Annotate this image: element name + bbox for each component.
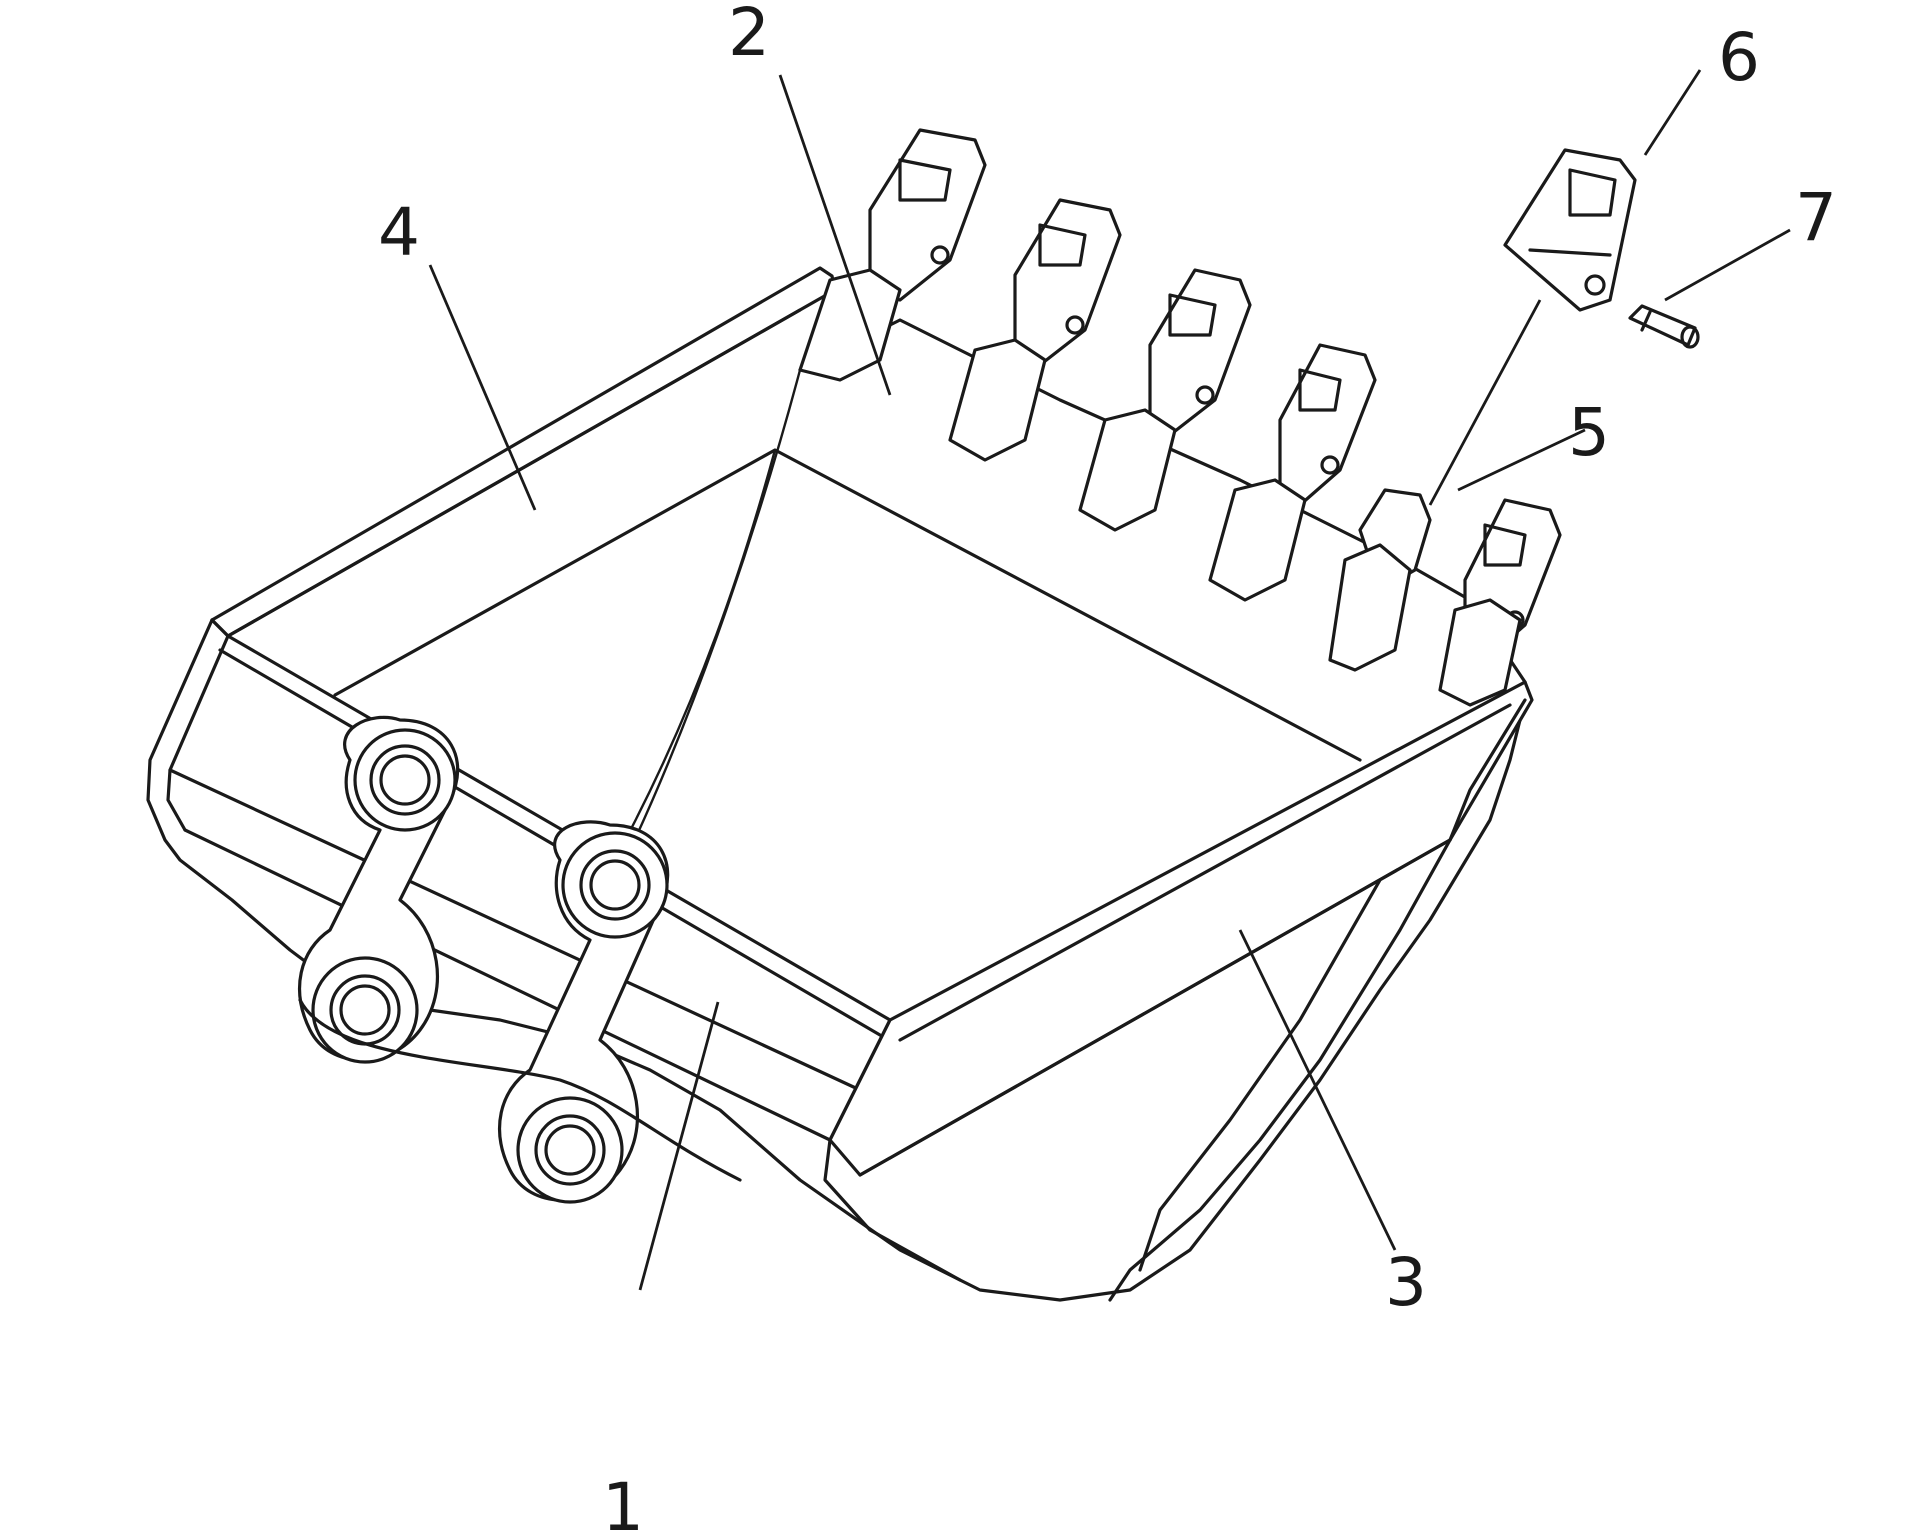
tooth-6 (1438, 498, 1562, 707)
tooth-4 (1208, 343, 1377, 602)
tooth-3 (1078, 268, 1252, 532)
hinge-bracket (298, 998, 742, 1182)
tooth-5-adapter (1328, 488, 1432, 672)
leader-5 (1457, 428, 1586, 492)
tooth-point-detached (1503, 148, 1637, 312)
callout-labels: 1 2 3 4 5 6 7 (378, 0, 1837, 1537)
callout-1: 1 (602, 1469, 644, 1537)
bucket-floor-edge (333, 448, 1362, 762)
tooth-2 (948, 198, 1122, 462)
leader-6 (1643, 69, 1702, 156)
leader-7 (1664, 228, 1791, 302)
leader-3 (1238, 929, 1397, 1251)
leader-4 (428, 264, 537, 511)
callout-3: 3 (1385, 1244, 1427, 1321)
tooth-pin (1628, 304, 1700, 349)
bucket-outer-shell (146, 618, 1527, 1302)
tooth-1 (798, 128, 987, 382)
callout-5: 5 (1568, 394, 1610, 471)
leader-5b (1428, 299, 1542, 506)
callout-7: 7 (1795, 179, 1837, 256)
left-side-plate (210, 266, 837, 638)
cutting-edge (798, 318, 1527, 684)
leader-lines (428, 69, 1791, 1291)
callout-2: 2 (728, 0, 770, 71)
callout-6: 6 (1718, 19, 1760, 96)
hinge-link-left (298, 715, 460, 1064)
bucket-body (146, 266, 1527, 1302)
leader-1 (638, 1001, 720, 1291)
hinge-link-right (498, 820, 670, 1204)
leader-2 (778, 74, 892, 396)
right-side-plate (828, 680, 1534, 1302)
callout-4: 4 (378, 194, 420, 271)
